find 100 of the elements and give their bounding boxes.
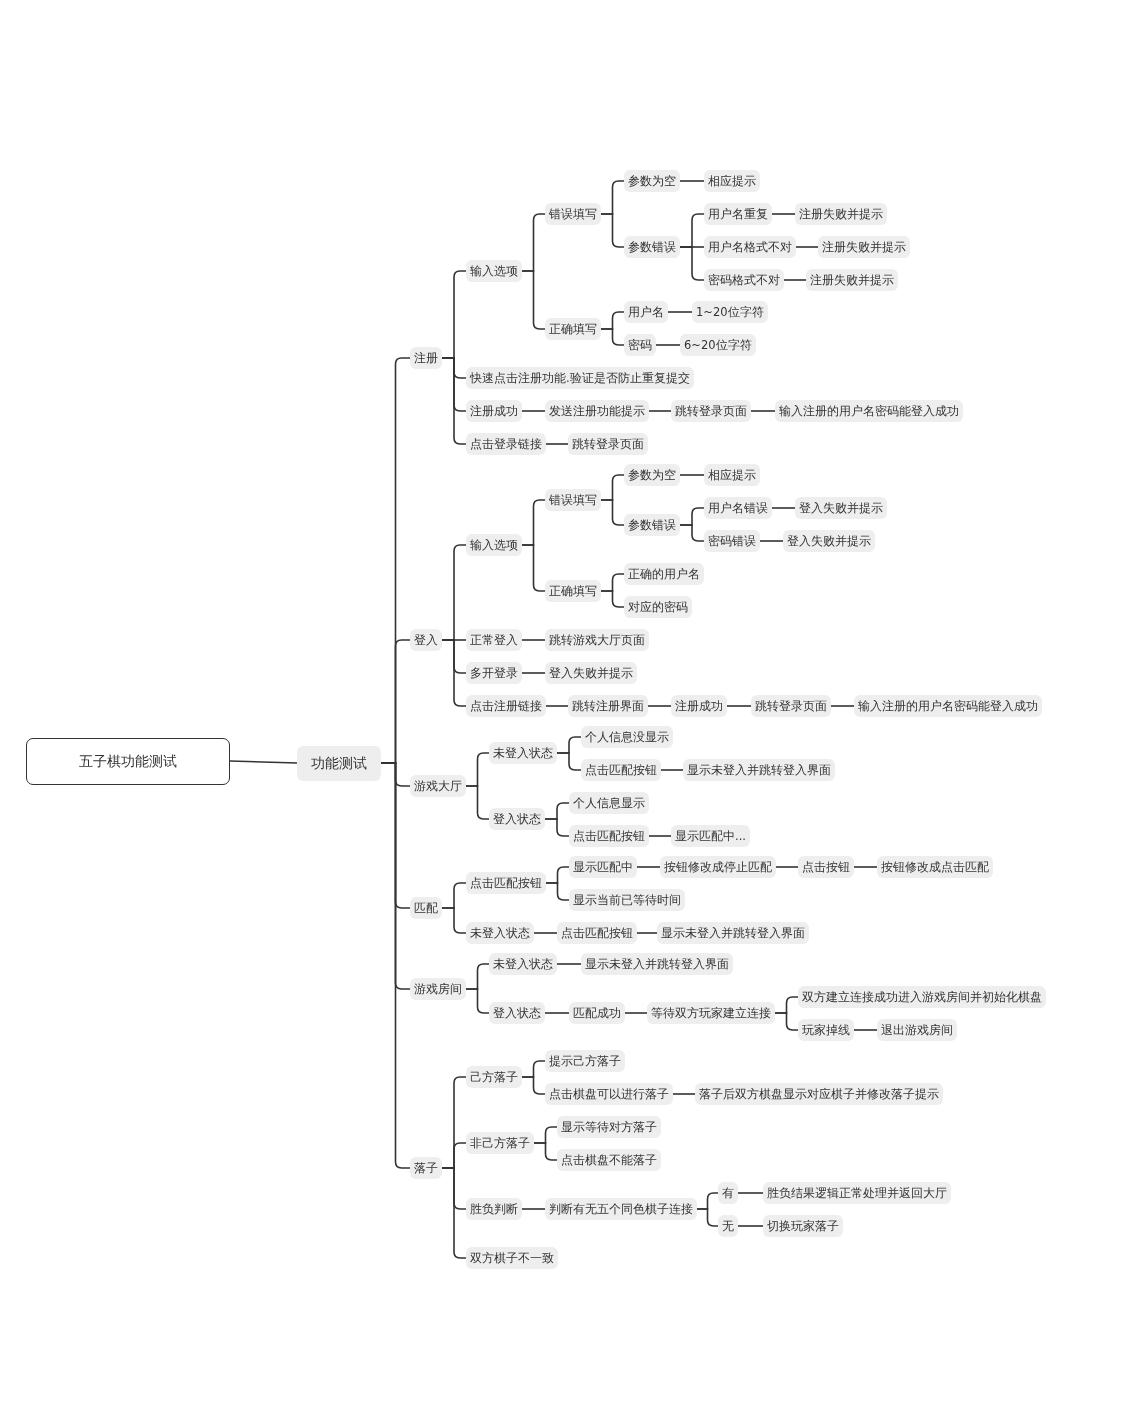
topic-node: 显示未登入并跳转登入界面 [581,953,733,975]
topic-node: 退出游戏房间 [877,1019,957,1041]
topic-node: 正确的用户名 [624,563,704,585]
topic-node: 登入失败并提示 [783,530,875,552]
connector-line [544,818,570,837]
connector-line [521,1076,546,1095]
connector-line [775,866,799,868]
connector-line [636,932,658,934]
topic-node: 提示己方落子 [545,1050,625,1072]
topic-node: 注册成功 [466,400,522,422]
topic-node: 用户名格式不对 [704,236,796,258]
topic-node: 6~20位字符 [680,334,756,356]
topic-node: 双方棋子不一致 [466,1247,558,1269]
connector-line [441,1167,467,1259]
topic-node: 跳转登录页面 [568,433,648,455]
connector-line [441,357,467,445]
topic-node: 输入注册的用户名密码能登入成功 [854,695,1042,717]
topic-node: 用户名 [624,301,668,323]
connector-line [655,344,681,346]
topic-node: 跳转注册界面 [568,695,648,717]
topic-node: 未登入状态 [489,953,557,975]
connector-line [795,246,819,248]
connector-line [521,672,546,674]
topic-node: 胜负结果逻辑正常处理并返回大厅 [763,1182,951,1204]
topic-node: 输入选项 [466,260,522,282]
topic-node: 密码格式不对 [704,269,784,291]
connector-line [556,963,582,965]
topic-node: 用户名错误 [704,497,772,519]
connector-line [636,866,661,868]
connector-line [545,705,569,707]
topic-node: 密码错误 [704,530,760,552]
topic-node: 相应提示 [704,464,760,486]
topic-node: 登入失败并提示 [545,662,637,684]
topic-node: 双方建立连接成功进入游戏房间并初始化棋盘 [798,986,1046,1008]
topic-node: 跳转游戏大厅页面 [545,629,649,651]
topic-node: 对应的密码 [624,596,692,618]
topic-node: 登入状态 [489,1002,545,1024]
topic-node: 点击匹配按钮 [581,759,661,781]
connector-line [600,328,625,346]
topic-node: 跳转登录页面 [671,400,751,422]
topic-node: 正确填写 [545,318,601,340]
connector-line [441,639,467,707]
topic-node: 跳转登录页面 [751,695,831,717]
topic-node: 点击棋盘不能落子 [557,1149,661,1171]
topic-node: 按钮修改成点击匹配 [877,856,993,878]
topic-node: 点击棋盘可以进行落子 [545,1083,673,1105]
topic-node: 个人信息没显示 [581,726,673,748]
topic-node: 显示当前已等待时间 [569,889,685,911]
topic-node: 无 [718,1215,738,1237]
topic-node: 相应提示 [704,170,760,192]
connector-line [521,270,546,330]
topic-node: 己方落子 [466,1066,522,1088]
connector-line [545,443,569,445]
topic-node: 判断有无五个同色棋子连接 [545,1198,697,1220]
topic-node: 参数错误 [624,236,680,258]
topic-node: 点击注册链接 [466,695,546,717]
topic-node: 切换玩家落子 [763,1215,843,1237]
connector-line [521,1208,546,1210]
topic-node: 匹配 [410,897,442,919]
connector-line [750,410,776,412]
connector-line [783,279,807,281]
topic-node: 点击匹配按钮 [466,872,546,894]
connector-line [521,639,546,641]
connector-line [465,785,490,820]
connector-line [759,540,784,542]
root-topic: 五子棋功能测试 [26,737,230,785]
connector-line [600,590,625,608]
topic-node: 落子后双方棋盘显示对应棋子并修改落子提示 [695,1083,943,1105]
topic-node: 有 [718,1182,738,1204]
topic-node: 登入 [410,629,442,651]
topic-node: 错误填写 [545,203,601,225]
topic-node: 按钮修改成停止匹配 [660,856,776,878]
topic-node: 密码 [624,334,656,356]
connector-line [648,410,672,412]
topic-node: 注册失败并提示 [806,269,898,291]
topic-node: 注册失败并提示 [818,236,910,258]
connector-line [465,988,490,1014]
connector-line [667,311,693,313]
connector-line [441,907,467,934]
connector-line [771,507,796,509]
connector-line [737,1225,764,1227]
topic-node: 功能测试 [297,745,381,781]
connector-line [556,752,582,771]
connector-line [600,499,625,526]
connector-line [853,866,878,868]
topic-node: 输入注册的用户名密码能登入成功 [775,400,963,422]
topic-node: 注册成功 [671,695,727,717]
topic-node: 游戏大厅 [410,775,466,797]
topic-node: 登入状态 [489,808,545,830]
connector-line [771,213,796,215]
connector-line [544,1012,570,1014]
topic-node: 注册失败并提示 [795,203,887,225]
topic-node: 输入选项 [466,534,522,556]
topic-node: 点击匹配按钮 [569,825,649,847]
topic-node: 正常登入 [466,629,522,651]
connector-line [672,1093,696,1095]
connector-line [648,835,672,837]
topic-node: 未登入状态 [466,922,534,944]
connector-line [679,246,705,281]
topic-node: 参数错误 [624,514,680,536]
